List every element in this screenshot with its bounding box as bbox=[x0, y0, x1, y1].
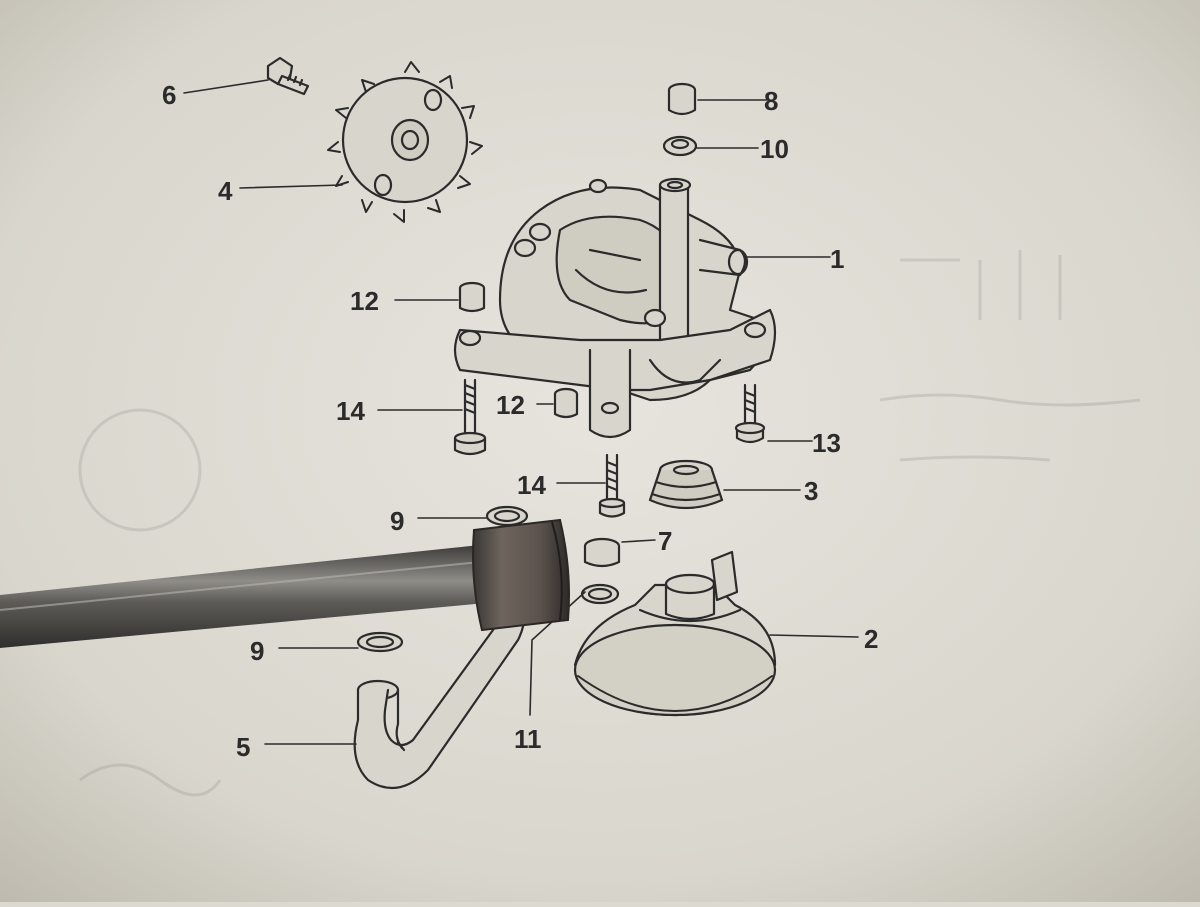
oil-strainer-part-2 bbox=[573, 550, 777, 717]
bolt-part-13 bbox=[734, 383, 766, 444]
bleed-through-marks bbox=[78, 250, 1141, 797]
dowel-part-12-upper bbox=[458, 281, 486, 313]
grommet-part-3 bbox=[648, 459, 724, 510]
callout-5: 5 bbox=[236, 732, 250, 762]
o-ring-part-9-lower bbox=[356, 631, 404, 653]
callout-labels: 6 4 8 10 1 12 14 12 13 14 3 9 7 9 2 11 5 bbox=[162, 80, 878, 762]
callout-9-upper: 9 bbox=[390, 506, 404, 536]
callout-2: 2 bbox=[864, 624, 878, 654]
callout-14-left: 14 bbox=[336, 396, 365, 426]
callout-3: 3 bbox=[804, 476, 818, 506]
gear-part-4 bbox=[327, 61, 483, 223]
o-ring-part-9-upper bbox=[485, 505, 529, 527]
bolt-part-14-lower bbox=[598, 453, 626, 518]
callout-4: 4 bbox=[218, 176, 233, 206]
o-ring-part-11 bbox=[580, 583, 620, 605]
callout-13: 13 bbox=[812, 428, 841, 458]
oil-pump-body-part-1 bbox=[453, 177, 777, 439]
callout-9-lower: 9 bbox=[250, 636, 264, 666]
callout-8: 8 bbox=[764, 86, 778, 116]
callout-11: 11 bbox=[514, 724, 542, 754]
cap-part-8 bbox=[667, 82, 697, 116]
callout-6: 6 bbox=[162, 80, 176, 110]
metal-rod-pointer bbox=[0, 518, 570, 648]
callout-1: 1 bbox=[830, 244, 844, 274]
callout-14-lower: 14 bbox=[517, 470, 546, 500]
sleeve-part-7 bbox=[583, 537, 621, 568]
dowel-part-12-lower bbox=[553, 387, 579, 419]
callout-7: 7 bbox=[658, 526, 672, 556]
callout-12-upper: 12 bbox=[350, 286, 379, 316]
callout-10: 10 bbox=[760, 134, 789, 164]
washer-part-10 bbox=[662, 135, 698, 157]
long-bolt-part-14-left bbox=[453, 378, 487, 456]
bolt-part-6 bbox=[266, 56, 310, 96]
callout-12-lower: 12 bbox=[496, 390, 525, 420]
